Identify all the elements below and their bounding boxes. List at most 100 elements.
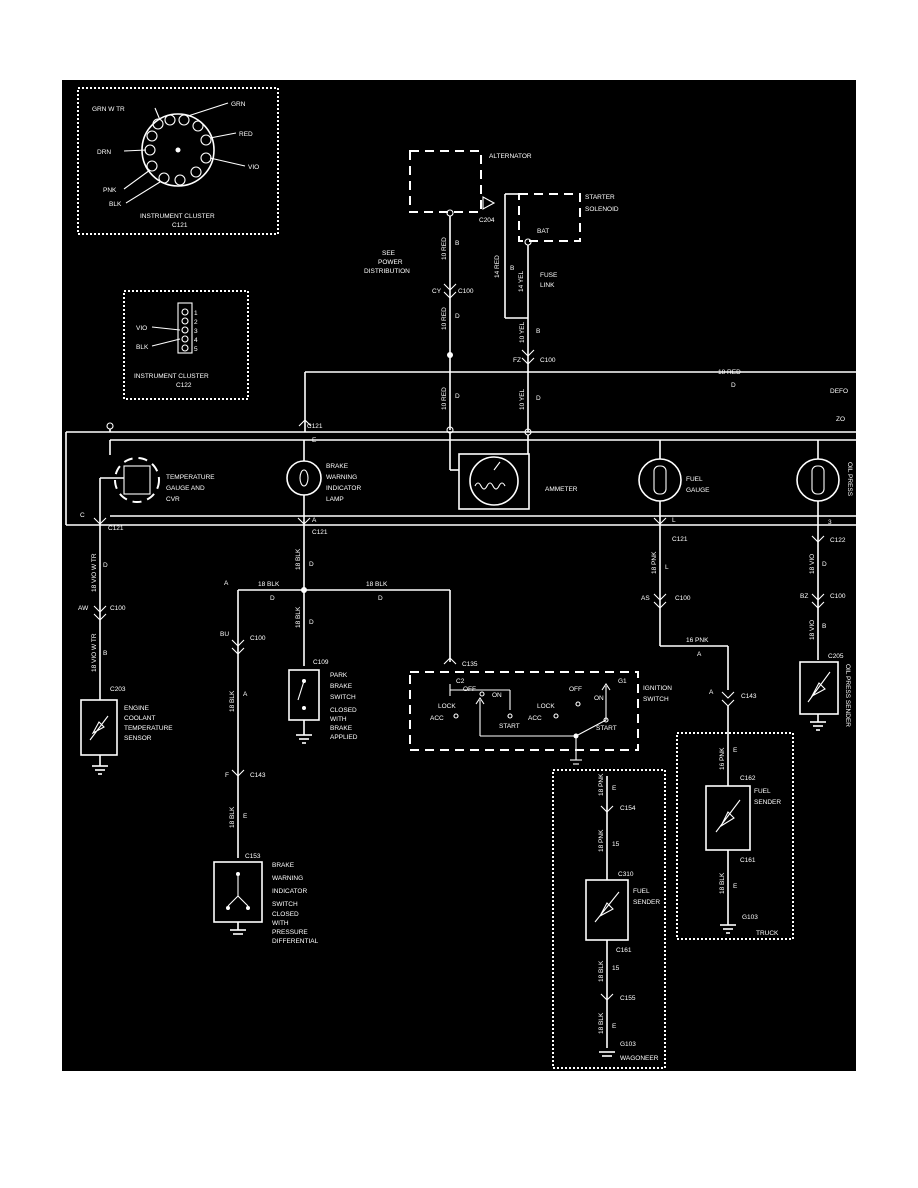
ign-acc-1: ACC (430, 715, 444, 722)
cluster-c121-title: INSTRUMENT CLUSTER (140, 213, 215, 220)
coolant-sensor-label-2: COOLANT (124, 715, 155, 722)
wire-label-10yel-a: 10 YEL (519, 321, 526, 343)
oil-sender-label: OIL PRESS SENDER (844, 664, 851, 727)
conn-c203: C203 (110, 686, 126, 693)
wag-sender-label-1: FUEL (633, 888, 650, 895)
conn-c100-bz: C100 (830, 593, 846, 600)
circuit-b-oil: B (822, 623, 826, 630)
splice-f: F (225, 772, 229, 779)
wire-label-10red-c: 10 RED (441, 387, 448, 410)
park-brake-label-6: BRAKE (330, 725, 353, 732)
wire-label-18pnk-wag-b: 18 PNK (598, 829, 605, 852)
conn-c100-fz: C100 (540, 357, 556, 364)
circuit-l-fuel: L (672, 517, 676, 524)
oil-sender-body (799, 661, 839, 715)
alternator-label: ALTERNATOR (489, 153, 532, 160)
wire-label-18pnk-wag-a: 18 PNK (598, 773, 605, 796)
conn-c100-as: C100 (675, 595, 691, 602)
park-brake-label-5: WITH (330, 716, 347, 723)
pin-label-pnk: PNK (103, 187, 117, 194)
power-note-2: POWER (378, 259, 403, 266)
wire-label-14yel: 14 YEL (518, 270, 525, 292)
conn-c161-truck: C161 (740, 857, 756, 864)
wire-label-18red: 18 RED (718, 369, 741, 376)
power-note-1: SEE (382, 250, 396, 257)
wire-label-18vio-a: 18 VIO (809, 554, 816, 574)
starter-label-1: STARTER (585, 194, 615, 201)
conn-c122-oil: C122 (830, 537, 846, 544)
fuel-gauge: FUEL GAUGE L (638, 440, 710, 524)
circuit-d-brake-a: D (309, 561, 314, 568)
pin-number-2: 2 (194, 319, 198, 326)
ground-g103-truck: G103 (742, 914, 758, 921)
circuit-15-wag-b: 15 (612, 965, 620, 972)
wire-label-14red: 14 RED (494, 255, 501, 278)
coolant-sensor-label-4: SENSOR (124, 735, 152, 742)
brake-warning-lamp: BRAKE WARNING INDICATOR LAMP A (286, 440, 361, 524)
circuit-a-bsw: A (243, 691, 248, 698)
oil-gauge-label: OIL PRESS (846, 462, 853, 497)
brake-switch-label-2: WARNING (272, 875, 303, 882)
cluster-c121-inset: GRN W TR DRN PNK BLK GRN RED VIO INSTRUM… (77, 87, 279, 235)
coolant-sensor-label-1: ENGINE (124, 705, 150, 712)
starter-terminal: BAT (537, 228, 549, 235)
circuit-e-wag: E (612, 785, 617, 792)
circuit-d-park: D (309, 619, 314, 626)
conn-c100-cy: C100 (458, 288, 474, 295)
circuit-e-top: E (312, 437, 317, 444)
splice-aw: AW (78, 605, 89, 612)
circuit-e-truck-b: E (733, 883, 738, 890)
brake-lamp-label-2: WARNING (326, 474, 357, 481)
pin-label-drn: DRN (97, 149, 111, 156)
ammeter-label: AMMETER (545, 486, 578, 493)
ign-start-2: START (596, 725, 617, 732)
park-brake-label-1: PARK (330, 672, 348, 679)
splice-fz: FZ (513, 357, 521, 364)
ignition-label-2: SWITCH (643, 696, 669, 703)
ground-g103-wag: G103 (620, 1041, 636, 1048)
wire-label-18viowtr-b: 18 VIO W TR (91, 633, 98, 672)
fuse-link-1: FUSE (540, 272, 558, 279)
starter-label-2: SOLENOID (585, 206, 619, 213)
park-brake-label-2: BRAKE (330, 683, 353, 690)
brake-switch-label-6: WITH (272, 920, 289, 927)
coolant-sensor-branch: C121 18 VIO W TR D AW C100 18 VIO W TR B… (78, 516, 173, 775)
alternator-conn: C204 (479, 217, 495, 224)
fuse-link-2: LINK (540, 282, 555, 289)
ign-acc-2: ACC (528, 715, 542, 722)
circuit-e-wag-b: E (612, 1023, 617, 1030)
circuit-l-fuel-b: L (665, 564, 669, 571)
coolant-sensor-body (80, 699, 118, 756)
coolant-sensor-label-3: TEMPERATURE (124, 725, 173, 732)
wire-label-10yel-b: 10 YEL (519, 388, 526, 410)
conn-c155: C155 (620, 995, 636, 1002)
conn-c135: C135 (462, 661, 478, 668)
wire-label-18blk-e: 18 BLK (229, 690, 236, 712)
truck-sender-label-2: SENDER (754, 799, 781, 806)
conn-c121-top: C121 (307, 423, 323, 430)
circuit-a-fuel: A (697, 651, 702, 658)
ammeter: AMMETER (449, 433, 578, 510)
circuit-e-truck: E (733, 747, 738, 754)
wire-label-10red-b: 10 RED (441, 307, 448, 330)
wire-label-18blk-truck: 18 BLK (719, 872, 726, 894)
conn-c121-brake: C121 (312, 529, 328, 536)
cluster-c122-title: INSTRUMENT CLUSTER (134, 373, 209, 380)
oil-sender-branch: C122 18 VIO D BZ C100 18 VIO B C205 OIL … (799, 516, 851, 731)
conn-c121-fuel: C121 (672, 536, 688, 543)
flat-connector (177, 302, 193, 354)
pin-number-1: 1 (194, 310, 198, 317)
diagram-background (62, 80, 856, 1071)
wagoneer-variant: 18 PNK E C154 18 PNK 15 C310 FUEL SENDER… (552, 769, 666, 1069)
conn-g1: G1 (618, 678, 627, 685)
wag-sender-label-2: SENDER (633, 899, 660, 906)
conn-c310: C310 (618, 871, 634, 878)
ign-on-2: ON (594, 695, 604, 702)
conn-c162: C162 (740, 775, 756, 782)
truck-label: TRUCK (756, 930, 779, 937)
fuel-gauge-label-1: FUEL (686, 476, 703, 483)
brake-switch-label-4: SWITCH (272, 901, 298, 908)
circuit-d-d: D (731, 382, 736, 389)
park-brake-label-7: APPLIED (330, 734, 358, 741)
